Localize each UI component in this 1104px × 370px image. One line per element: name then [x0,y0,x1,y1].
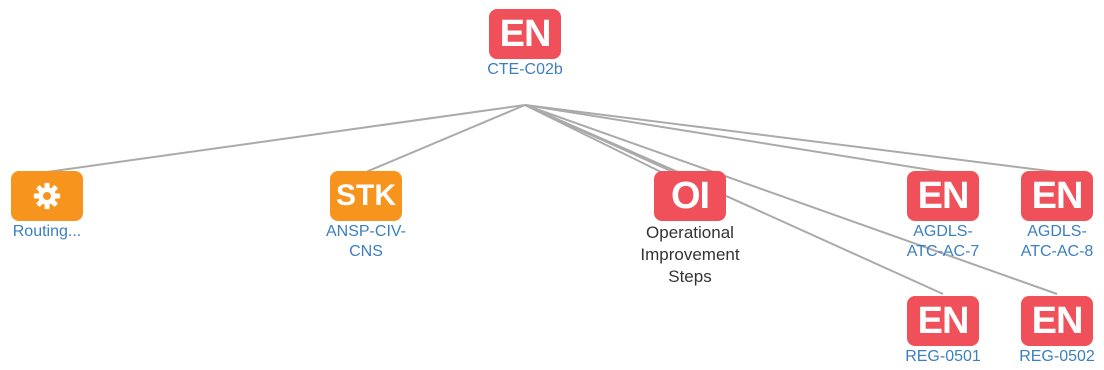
stk-badge: STK [330,171,402,221]
en-badge: EN [907,171,979,221]
en-badge: EN [1021,296,1093,346]
node-label: Operational Improvement Steps [640,223,740,286]
edge-root-agdls7 [524,104,944,173]
edge-root-reg0502 [524,104,1058,295]
node-label[interactable]: ANSP-CIV- CNS [325,223,406,260]
edge-root-reg0501 [524,104,944,295]
gear-icon [33,182,61,210]
node-agdls-atc-ac-7[interactable]: EN AGDLS- ATC-AC-7 [883,171,1003,262]
node-ansp-civ-cns[interactable]: STK ANSP-CIV- CNS [306,171,426,262]
oi-badge: OI [654,171,726,221]
node-label[interactable]: AGDLS- ATC-AC-8 [1020,223,1094,260]
gear-badge [11,171,83,221]
node-label[interactable]: Routing... [12,223,82,240]
edge-root-routing [46,104,526,173]
node-cte-c02b[interactable]: EN CTE-C02b [465,9,585,80]
node-reg-0502[interactable]: EN REG-0502 [997,296,1104,367]
en-badge: EN [489,9,561,59]
node-operational-improvement-steps[interactable]: OI Operational Improvement Steps [620,171,760,288]
en-badge: EN [907,296,979,346]
node-label[interactable]: CTE-C02b [487,61,563,78]
en-badge: EN [1021,171,1093,221]
node-reg-0501[interactable]: EN REG-0501 [883,296,1003,367]
edge-root-agdls8 [524,104,1058,173]
node-label[interactable]: REG-0501 [905,348,981,365]
node-label[interactable]: REG-0502 [1019,348,1095,365]
node-agdls-atc-ac-8[interactable]: EN AGDLS- ATC-AC-8 [997,171,1104,262]
edge-root-stakeholder [365,104,526,173]
node-label[interactable]: AGDLS- ATC-AC-7 [906,223,980,260]
node-routing[interactable]: Routing... [0,171,107,242]
